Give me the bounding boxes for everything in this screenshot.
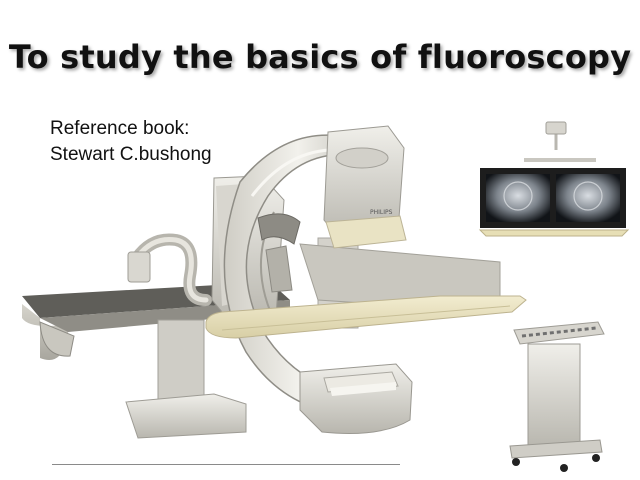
slide-title: To study the basics of fluoroscopy [8,38,632,76]
bottom-rule [52,464,400,465]
monitor-right-xray [556,174,620,222]
patient-tabletop [205,295,527,339]
monitor-suspension [478,121,630,237]
monitor-left-xray [486,174,550,222]
control-cart [509,321,605,472]
x-ray-tube-housing [299,363,413,434]
control-handle [257,213,301,293]
image-intensifier: PHILIPS [323,125,407,249]
brand-label: PHILIPS [370,209,393,216]
reference-block: Reference book: Stewart C.bushong [50,116,212,168]
reference-label: Reference book: [50,118,190,139]
table-base [125,319,247,439]
articulated-arm [127,233,212,306]
reference-author: Stewart C.bushong [50,144,212,165]
